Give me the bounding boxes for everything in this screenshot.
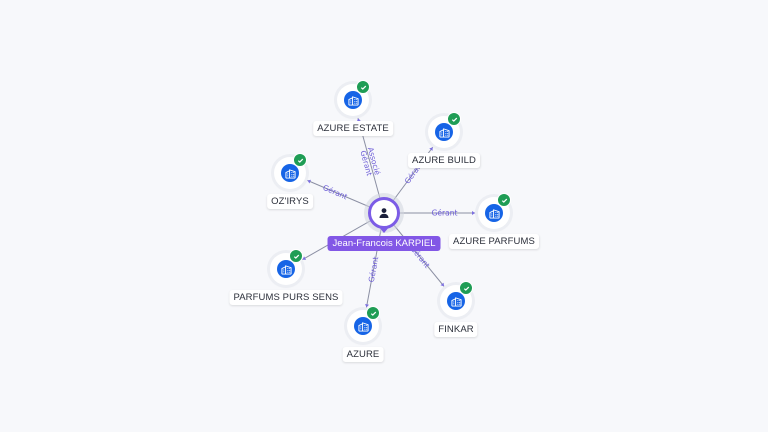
edge-arrow bbox=[365, 304, 369, 308]
company-label[interactable]: OZ'IRYS bbox=[267, 194, 313, 209]
company-node-circle[interactable] bbox=[428, 112, 461, 148]
verified-check-icon bbox=[356, 80, 370, 94]
person-name-label[interactable]: Jean-Francois KARPIEL bbox=[327, 236, 441, 251]
company-label[interactable]: AZURE PARFUMS bbox=[449, 234, 539, 249]
building-icon bbox=[435, 123, 453, 141]
person-icon bbox=[379, 208, 389, 218]
company-node-circle[interactable] bbox=[347, 306, 380, 342]
company-label[interactable]: FINKAR bbox=[434, 322, 478, 337]
edge-arrow bbox=[472, 211, 475, 215]
edge-arrow bbox=[307, 179, 312, 184]
building-icon bbox=[354, 317, 372, 335]
verified-check-icon bbox=[366, 306, 380, 320]
edge-relation-label: Gérant bbox=[432, 209, 458, 218]
verified-check-icon bbox=[497, 193, 511, 207]
edge-arrow bbox=[440, 282, 444, 287]
person-pin-tip bbox=[378, 226, 390, 233]
company-node-circle[interactable] bbox=[274, 153, 307, 189]
verified-check-icon bbox=[459, 281, 473, 295]
building-icon bbox=[277, 260, 295, 278]
building-icon bbox=[344, 91, 362, 109]
building-icon bbox=[485, 204, 503, 222]
edge-relation-label: Gérant bbox=[321, 183, 348, 201]
verified-check-icon bbox=[447, 112, 461, 126]
edge-relation-label: Gérant bbox=[367, 256, 381, 283]
company-label[interactable]: AZURE bbox=[342, 347, 384, 362]
edge-arrow bbox=[356, 118, 361, 122]
building-icon bbox=[281, 164, 299, 182]
edge-arrow bbox=[429, 147, 433, 151]
company-label[interactable]: AZURE ESTATE bbox=[313, 121, 393, 136]
company-node-circle[interactable] bbox=[478, 193, 511, 229]
company-node-circle[interactable] bbox=[270, 249, 303, 285]
building-icon bbox=[447, 292, 465, 310]
verified-check-icon bbox=[293, 153, 307, 167]
verified-check-icon bbox=[289, 249, 303, 263]
company-node-circle[interactable] bbox=[337, 80, 370, 116]
company-label[interactable]: AZURE BUILD bbox=[408, 153, 480, 168]
company-node-circle[interactable] bbox=[440, 281, 473, 317]
person-node[interactable] bbox=[368, 197, 400, 229]
company-label[interactable]: PARFUMS PURS SENS bbox=[229, 290, 343, 305]
edge-arrow bbox=[302, 256, 307, 260]
